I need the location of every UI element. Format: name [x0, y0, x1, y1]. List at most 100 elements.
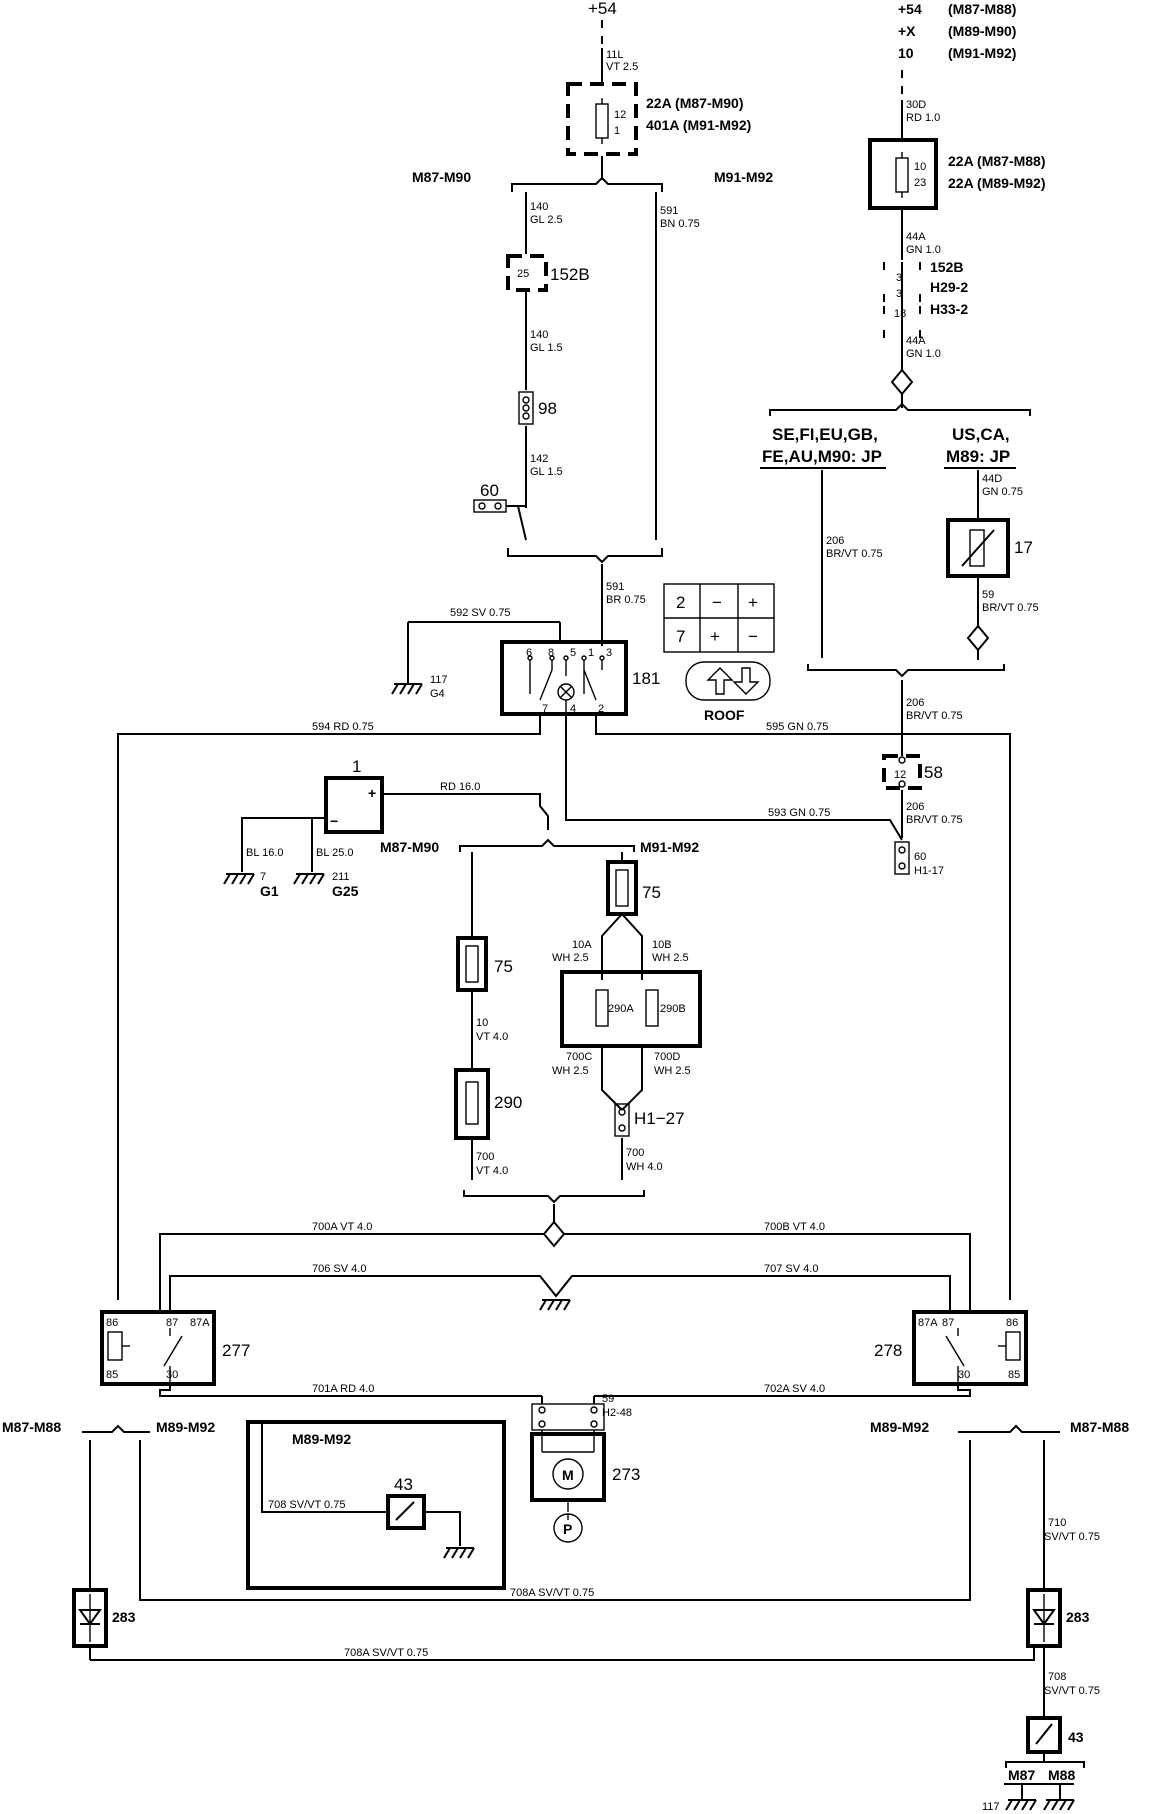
wire-44Aa-color: GN 1.0: [906, 244, 941, 256]
supply-right-var2: (M89-M90): [948, 23, 1016, 39]
key-2: 2: [676, 593, 685, 612]
wire-700b-num: 700: [626, 1147, 644, 1159]
wire-700D-num: 700D: [654, 1051, 680, 1063]
label-G25: G25: [332, 883, 359, 899]
wire-10B-num: 10B: [652, 939, 672, 951]
wire-BL16: BL 16.0: [246, 847, 284, 859]
wire-140b-color: GL 1.5: [530, 342, 563, 354]
wire-59-color: BR/VT 0.75: [982, 602, 1039, 614]
fuse22-label1: 22A (M87-M90): [646, 95, 744, 111]
switch-43-right: [1026, 1716, 1062, 1754]
wire-706: 706 SV 4.0: [312, 1263, 366, 1275]
wire-591b-color: BR 0.75: [606, 594, 646, 606]
variant-m87-m90-top: M87-M90: [412, 169, 471, 185]
label-60: 60: [480, 481, 499, 500]
wire-700-color: VT 4.0: [476, 1165, 508, 1177]
key-minus-1: −: [712, 593, 722, 612]
wire-710-num: 710: [1048, 1517, 1066, 1529]
label-60b: 60: [914, 851, 926, 863]
connector-H1-27: [614, 1103, 630, 1137]
wire-140b-num: 140: [530, 329, 548, 341]
connector-60-H1-17: [894, 841, 910, 875]
label-75-left: 75: [494, 957, 513, 976]
wire-10-color: VT 4.0: [476, 1031, 508, 1043]
connector-58: 12: [882, 754, 922, 790]
wire-59-num: 59: [982, 589, 994, 601]
label-152B-right: 152B: [930, 259, 963, 275]
variant-brace-mid: [459, 838, 635, 852]
label-H1-27: H1−27: [634, 1109, 685, 1128]
variant-m87-m88-left: M87-M88: [2, 1419, 61, 1435]
label-H1-17: H1-17: [914, 865, 944, 877]
label-G4: G4: [430, 688, 445, 700]
label-278: 278: [874, 1341, 902, 1360]
wire-142-color: GL 1.5: [530, 466, 563, 478]
wire-11L-num: 11L: [606, 49, 624, 61]
wire-44Ab-num: 44A: [906, 335, 926, 347]
variant-m87-m90-mid: M87-M90: [380, 839, 439, 855]
label-17: 17: [1014, 538, 1033, 557]
fuse-r-label1: 22A (M87-M88): [948, 153, 1046, 169]
c181-pin-6: 6: [526, 647, 532, 659]
connector-152B-right: 3 3 18: [883, 262, 921, 338]
wire-592: 592 SV 0.75: [450, 607, 511, 619]
box-variant-label: M89-M92: [292, 1431, 351, 1447]
roof-arrows-icon: [685, 661, 771, 701]
wire-44D-num: 44D: [982, 473, 1002, 485]
label-181: 181: [632, 669, 660, 688]
cH29-pin: 3: [896, 288, 902, 300]
switch-43-inner: [386, 1494, 426, 1530]
label-H33-2: H33-2: [930, 301, 968, 317]
wire-30D-color: RD 1.0: [906, 112, 940, 124]
fuse22-pin-a: 12: [614, 109, 626, 121]
ground-211-G25: [293, 873, 325, 885]
c152B-right-pin: 3: [896, 272, 902, 284]
supply-right-term1: +54: [898, 1, 922, 17]
wire-595: 595 GN 0.75: [766, 721, 828, 733]
variant-brace-bl: [82, 1424, 150, 1433]
wire-708A-mid: 708A SV/VT 0.75: [510, 1587, 594, 1599]
wire-591a-color: BN 0.75: [660, 218, 700, 230]
wire-708b-color: SV/VT 0.75: [1044, 1685, 1100, 1697]
relay277-pin-85: 85: [106, 1369, 118, 1381]
merge-brace-mid: [463, 1190, 645, 1204]
label-H2-48: H2-48: [602, 1407, 632, 1419]
connector-98: [518, 391, 534, 425]
relay278-pin-30: 30: [958, 1369, 970, 1381]
relay278-pin-85: 85: [1008, 1369, 1020, 1381]
variant-m91-m92-top: M91-M92: [714, 169, 773, 185]
ground-43-inner: [443, 1547, 475, 1559]
fuse-r-pin-a: 10: [914, 161, 926, 173]
wire-700-num: 700: [476, 1151, 494, 1163]
wire-700b-color: WH 4.0: [626, 1161, 663, 1173]
battery-minus: −: [330, 813, 338, 829]
relay277-pin-86: 86: [106, 1317, 118, 1329]
supply-right-term3: 10: [898, 45, 914, 61]
wire-702A: 702A SV 4.0: [764, 1383, 825, 1395]
switch-keypad: 2 − + 7 + −: [663, 583, 775, 653]
region-left-line1: SE,FI,EU,GB,: [772, 425, 878, 444]
label-75-right: 75: [642, 883, 661, 902]
wire-591a-num: 591: [660, 205, 678, 217]
wire-700A: 700A VT 4.0: [312, 1221, 372, 1233]
wire-206a-color: BR/VT 0.75: [826, 548, 883, 560]
wire-140a-color: GL 2.5: [530, 214, 563, 226]
wire-30D-num: 30D: [906, 99, 926, 111]
wire-140a-num: 140: [530, 201, 548, 213]
wire-591b-num: 591: [606, 581, 624, 593]
wire-RD16: RD 16.0: [440, 781, 480, 793]
motor-glyph: M: [562, 1467, 574, 1483]
ground-117-G4: [391, 683, 423, 695]
label-277: 277: [222, 1341, 250, 1360]
diode-283-left: [72, 1588, 108, 1648]
wire-707: 707 SV 4.0: [764, 1263, 818, 1275]
label-59-pin: 59: [602, 1393, 614, 1405]
splice-diamond-top: [890, 368, 914, 396]
region-left-line2: FE,AU,M90: JP: [762, 447, 882, 466]
label-g7: 7: [260, 871, 266, 883]
connector-152B-left: 25: [506, 254, 548, 292]
c152B-left-pin: 25: [517, 268, 529, 280]
label-290A: 290A: [608, 1003, 634, 1015]
wire-BL25: BL 25.0: [316, 847, 354, 859]
splice-diamond-700: [542, 1220, 566, 1248]
